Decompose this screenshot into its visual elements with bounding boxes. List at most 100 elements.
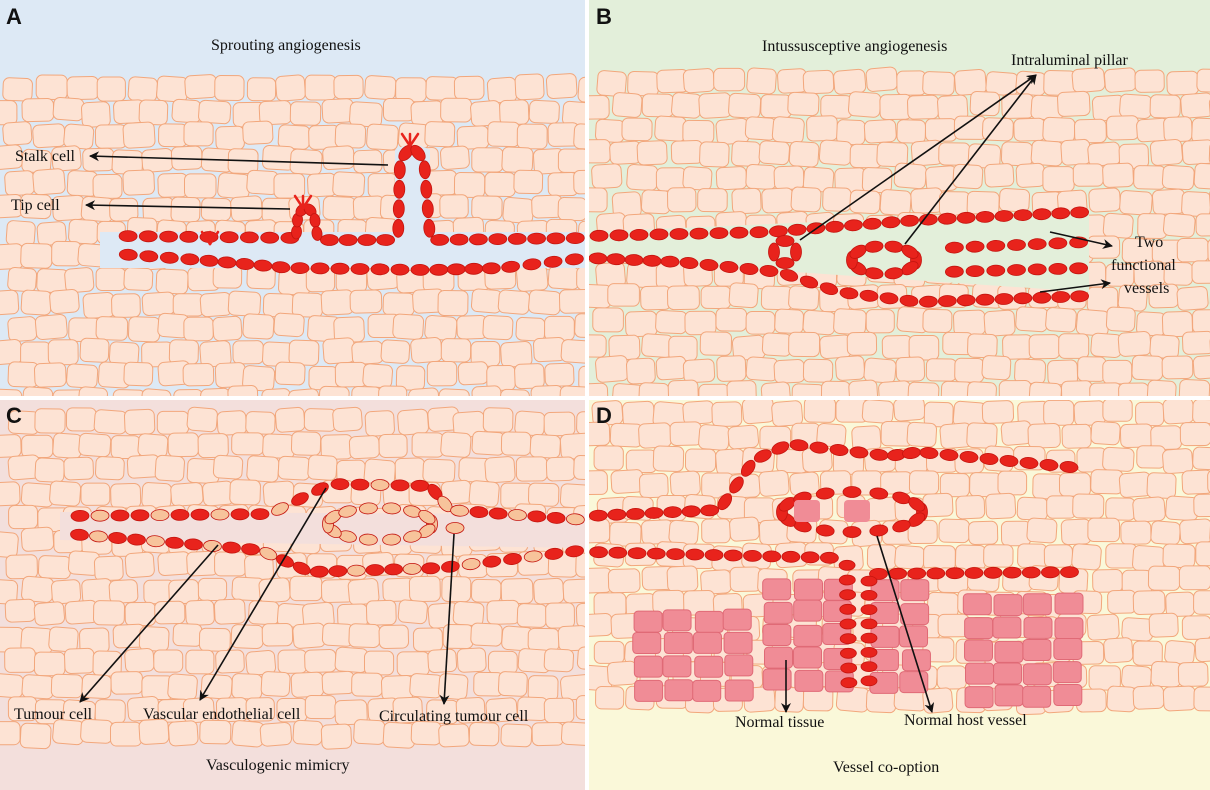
tissue-cell (711, 401, 743, 428)
tissue-cell (422, 458, 456, 484)
tissue-cell (667, 187, 697, 213)
tissue-cell (64, 267, 95, 294)
normal-tissue-cell (662, 609, 692, 632)
normal-tissue-cell (724, 654, 754, 677)
tissue-cell (34, 313, 68, 341)
tissue-cell (697, 188, 728, 213)
tissue-cell (19, 193, 52, 220)
tissue-cell (589, 470, 608, 496)
tissue-cell (397, 599, 428, 625)
vessel-cell (90, 509, 110, 522)
endothelial-cell (809, 441, 829, 454)
endothelial-cell (240, 231, 259, 244)
endothelial-cell (839, 603, 857, 615)
tissue-cell (49, 289, 80, 314)
endothelial-cell (159, 230, 178, 243)
tissue-cell (713, 67, 746, 92)
tissue-cell (78, 432, 112, 458)
tissue-cell (168, 720, 199, 747)
endothelial-cell (862, 217, 882, 230)
vessel-cell (184, 538, 203, 551)
endothelial-cell (629, 228, 649, 241)
tissue-cell (1195, 541, 1210, 567)
tissue-cell (197, 577, 228, 602)
vessel-cell (89, 530, 108, 543)
tissue-cell (790, 186, 822, 213)
endothelial-cell (290, 262, 310, 275)
endothelial-cell (815, 524, 835, 537)
endothelial-cell (390, 263, 410, 276)
endothelial-cell (881, 216, 901, 229)
tissue-cell (727, 424, 760, 450)
tissue-cell (123, 408, 156, 436)
tissue-cell (578, 365, 585, 391)
tissue-cell (545, 73, 578, 100)
endothelial-cell (1039, 459, 1059, 471)
tissue-cell (395, 365, 426, 391)
filopodium (293, 194, 305, 210)
vessel-cell (469, 506, 489, 519)
endothelial-cell (986, 239, 1006, 252)
vessel-cell (482, 555, 502, 568)
tissue-cell (802, 358, 834, 383)
endothelial-cell (430, 233, 450, 246)
tissue-cell (575, 602, 585, 628)
tissue-cell (77, 386, 108, 396)
endothelial-cell (589, 546, 608, 559)
tissue-cell (574, 313, 585, 339)
endothelial-cell (1070, 206, 1089, 219)
tissue-cell (122, 169, 155, 196)
tissue-cell (108, 579, 139, 604)
vessel-cell (210, 508, 230, 521)
vessel-cell (70, 528, 89, 541)
tissue-cell (380, 339, 411, 364)
tissue-cell (199, 719, 232, 745)
endothelial-cell (860, 618, 878, 630)
endothelial-cell (138, 230, 158, 243)
tissue-cell (514, 73, 545, 101)
endothelial-cell (779, 268, 799, 282)
circulating-tumour-cell (445, 522, 465, 534)
tissue-cell (1181, 330, 1210, 355)
endothelial-cell (501, 260, 520, 273)
endothelial-cell (488, 233, 508, 246)
tissue-cell (1027, 423, 1061, 449)
tissue-cell (378, 433, 408, 458)
endothelial-cell (762, 550, 782, 563)
endothelial-cell (983, 566, 1003, 579)
tissue-cell (611, 92, 643, 118)
endothelial-cell (543, 255, 563, 268)
endothelial-cell (717, 493, 733, 511)
tissue-cell (560, 721, 585, 747)
endothelial-cell (449, 233, 469, 246)
tissue-cell (185, 649, 215, 675)
tissue-cell (212, 315, 243, 342)
tissue-cell (968, 520, 999, 546)
endothelial-cell (908, 497, 926, 512)
endothelial-cell (522, 258, 542, 271)
endothelial-cell (1069, 262, 1088, 275)
tissue-cell (365, 599, 397, 626)
tissue-cell (52, 389, 86, 396)
tissue-cell (455, 697, 486, 724)
tissue-cell (1162, 543, 1196, 569)
tissue-cell (922, 308, 953, 333)
tissue-cell (576, 266, 585, 291)
tissue-cell (559, 385, 585, 396)
normal-tissue-cell (762, 623, 792, 646)
tissue-cell (998, 188, 1031, 213)
tissue-cell (184, 173, 217, 199)
tissue-cell (1179, 518, 1210, 545)
vessel-cell (309, 565, 329, 578)
endothelial-cell (937, 295, 957, 307)
tissue-cell (698, 383, 730, 396)
vessel-arrow-upper (1049, 231, 1113, 249)
endothelial-cell (729, 476, 744, 494)
tissue-cell (471, 385, 502, 396)
endothelial-cell (945, 265, 964, 278)
tissue-cell (123, 267, 154, 292)
tissue-cell (0, 481, 21, 507)
tissue-cell (848, 379, 879, 396)
endothelial-cell (359, 533, 378, 546)
tissue-cell (981, 400, 1015, 424)
